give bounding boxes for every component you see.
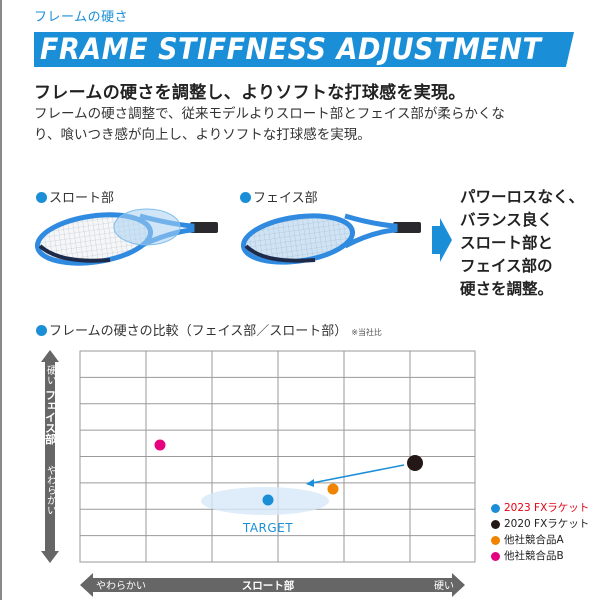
body-line-2: り、喰いつき感が向上し、よりソフトな打球感を実現。 xyxy=(34,127,371,143)
chart-legend: 2023 FXラケット 2020 FXラケット 他社競合品A 他社競合品B xyxy=(491,500,589,564)
y-axis-high-label: 硬い xyxy=(45,365,57,385)
point-2023-fx xyxy=(262,494,274,506)
x-axis-low-label: やわらかい xyxy=(96,580,146,592)
headline: フレームの硬さを調整し、よりソフトな打球感を実現。 xyxy=(34,83,466,103)
racket-throat-highlight-icon xyxy=(34,208,218,266)
legend-dot-icon xyxy=(491,503,500,513)
banner-title: FRAME STIFFNESS ADJUSTMENT xyxy=(40,32,542,66)
body-paragraph: フレームの硬さ調整で、従来モデルよりスロート部とフェイス部が柔らかくな り、喰い… xyxy=(34,104,594,146)
x-axis-high-label: 硬い xyxy=(434,580,454,592)
legend-item-2023-fx: 2023 FXラケット xyxy=(491,500,589,516)
y-axis-title: フェイス部 xyxy=(44,390,57,446)
legend-dot-icon xyxy=(491,535,500,545)
body-line-1: フレームの硬さ調整で、従来モデルよりスロート部とフェイス部が柔らかくな xyxy=(34,106,505,122)
right-arrow-icon xyxy=(432,218,452,262)
legend-item-2020-fx: 2020 FXラケット xyxy=(491,516,589,532)
y-axis-arrow: 硬い フェイス部 やわらかい xyxy=(41,350,59,563)
racket-illustrations xyxy=(34,208,452,266)
legend-dot-icon xyxy=(491,519,500,529)
chart-title: フレームの硬さの比較（フェイス部／スロート部）※当社比 xyxy=(36,320,382,339)
bullet-dot-icon xyxy=(240,192,251,203)
legend-item-competitor-a: 他社競合品A xyxy=(491,532,589,548)
throat-section-label: スロート部 xyxy=(36,187,114,206)
x-axis-arrow: やわらかい スロート部 硬い xyxy=(80,573,465,597)
improvement-arrow xyxy=(311,464,405,484)
chart-grid xyxy=(79,350,476,563)
left-border-rule xyxy=(0,0,2,600)
x-axis-title: スロート部 xyxy=(242,579,295,592)
y-axis-low-label: やわらかい xyxy=(45,465,57,515)
stiffness-scatter-chart: TARGET 硬い フェイス部 やわらかい やわらかい スロート部 硬い xyxy=(41,350,476,597)
racket-face-highlight-icon xyxy=(240,213,421,265)
point-competitor-b xyxy=(154,439,166,451)
face-section-label: フェイス部 xyxy=(240,187,318,206)
legend-dot-icon xyxy=(491,551,500,561)
point-competitor-a xyxy=(327,483,339,495)
chart-note: ※当社比 xyxy=(351,328,382,337)
title-banner: FRAME STIFFNESS ADJUSTMENT xyxy=(34,32,574,67)
target-label: TARGET xyxy=(242,521,293,535)
arrowhead-icon xyxy=(306,479,314,487)
bullet-dot-icon xyxy=(36,192,47,203)
callout-text: パワーロスなく、 バランス良く スロート部と フェイス部の 硬さを調整。 xyxy=(460,188,585,298)
legend-item-competitor-b: 他社競合品B xyxy=(491,548,589,564)
bullet-dot-icon xyxy=(36,325,47,336)
point-2020-fx xyxy=(407,455,423,471)
section-kicker: フレームの硬さ xyxy=(34,10,129,25)
